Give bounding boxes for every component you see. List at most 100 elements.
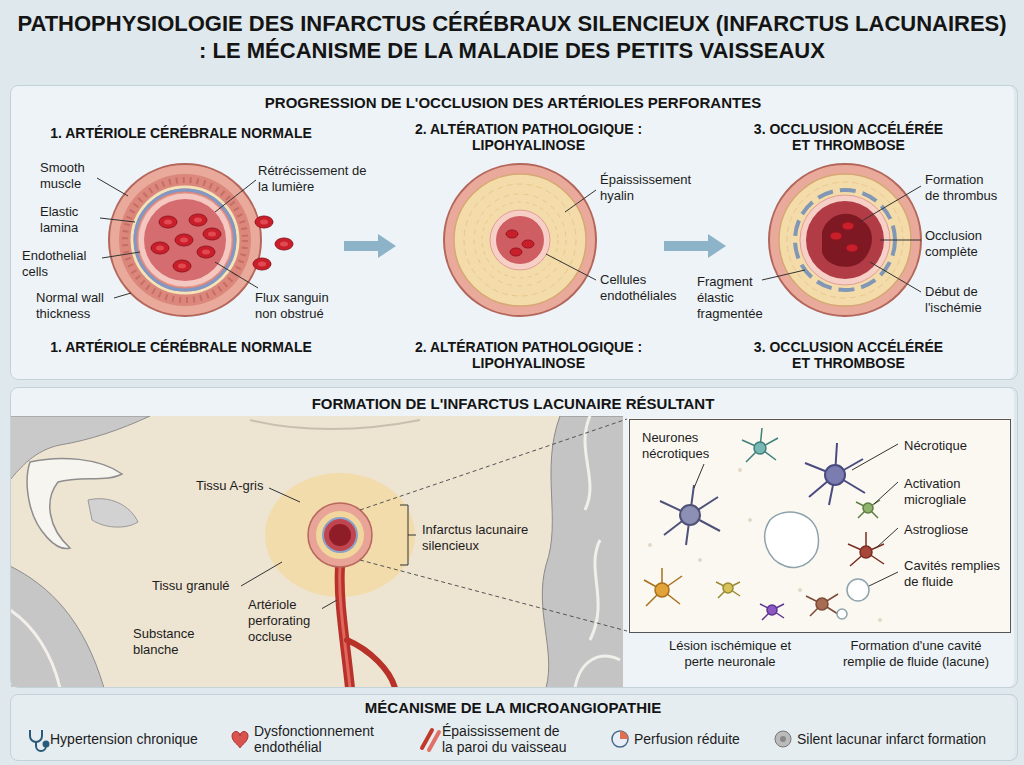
panel-heading: MÉCANISME DE LA MICROANGIOPATHIE <box>11 699 1015 717</box>
inset-label: Astrogliose <box>904 522 1008 538</box>
red-blood-cell <box>208 232 216 237</box>
red-blood-cell <box>175 234 193 246</box>
lipohyalinosis-arteriole <box>522 240 534 248</box>
leader-line <box>100 218 135 222</box>
red-blood-cell <box>275 238 293 250</box>
leader-line <box>269 488 300 502</box>
stethoscope-icon <box>44 742 49 747</box>
brain-section <box>575 656 620 687</box>
callout-label: Cellules endothéliales <box>600 272 700 304</box>
endothelium-icon <box>232 732 248 749</box>
leader-line <box>241 562 282 586</box>
brain-section <box>340 567 350 687</box>
vessel-icon <box>429 732 439 750</box>
callout-label: Endothelial cells <box>22 248 104 280</box>
leader-line <box>852 444 898 470</box>
lipohyalinosis-arteriole <box>454 174 586 306</box>
normal-arteriole <box>138 193 232 287</box>
red-blood-cell <box>189 214 207 226</box>
brain-section <box>250 420 420 429</box>
neuron <box>644 568 682 606</box>
leader-line <box>762 270 805 280</box>
red-blood-cell <box>151 242 169 254</box>
fluid-cavity <box>837 609 847 619</box>
neuron <box>742 428 778 462</box>
leader-line <box>565 190 596 212</box>
callout-label: Formation de thrombus <box>925 172 1001 204</box>
necrotic-neuron <box>660 485 720 545</box>
stage-group: 1. ARTÉRIOLE CÉRÉBRALE NORMALE1. ARTÉRIO… <box>21 115 344 377</box>
neuron <box>816 598 828 610</box>
infarct-icon <box>775 731 791 747</box>
lipohyalinosis-arteriole <box>482 202 558 278</box>
brain-section <box>11 416 623 687</box>
speckle <box>738 468 742 472</box>
red-blood-cell <box>151 242 169 254</box>
speckle <box>698 558 702 562</box>
legend-text: Hypertension chronique <box>50 731 198 747</box>
neuron <box>716 582 740 598</box>
legend-item: Silent lacunar infarct formation <box>797 722 1002 756</box>
leader-line <box>880 240 921 241</box>
red-blood-cell <box>189 214 207 226</box>
thrombosed-arteriole <box>769 164 921 316</box>
inset-label: Nécrotique <box>904 438 1008 454</box>
necrotic-neuron <box>805 443 865 505</box>
leader-line <box>874 482 898 504</box>
red-blood-cell <box>175 234 193 246</box>
microglia <box>863 503 873 513</box>
lipohyalinosis-arteriole <box>506 230 518 238</box>
panel-ground <box>10 387 1014 688</box>
brain-section <box>340 567 350 687</box>
zoom-line <box>360 419 627 631</box>
brain-section <box>585 416 590 510</box>
speckle <box>648 468 882 622</box>
red-blood-cell <box>280 242 288 247</box>
red-blood-cell <box>159 216 177 228</box>
red-blood-cell <box>260 220 268 225</box>
neuron <box>742 428 778 462</box>
red-blood-cell <box>203 228 221 240</box>
inset-label: Neurones nécrotiques <box>642 430 732 462</box>
infarct-icon <box>780 736 786 742</box>
leader-line <box>694 464 704 488</box>
callout-label: Occlusion complète <box>925 228 1001 260</box>
zoom-line <box>360 560 627 631</box>
necrotic-neuron <box>680 505 700 525</box>
speckle <box>878 618 882 622</box>
red-blood-cell <box>253 258 271 270</box>
callout-label: Lésion ischémique et perte neuronale <box>660 638 800 670</box>
brain-section <box>11 566 104 687</box>
red-blood-cell <box>275 238 293 250</box>
panel-heading: FORMATION DE L'INFARCTUS LACUNAIRE RÉSUL… <box>11 395 1015 413</box>
stage-group: 2. ALTÉRATION PATHOLOGIQUE : LIPOHYALINO… <box>396 115 664 377</box>
normal-arteriole <box>119 174 251 306</box>
leader-line <box>215 180 256 212</box>
necrotic-neuron <box>805 443 865 505</box>
microglia <box>856 500 880 518</box>
callout-label: Normal wall thickness <box>36 290 126 322</box>
normal-arteriole <box>144 199 226 281</box>
red-blood-cell <box>203 228 221 240</box>
neuron <box>760 604 784 620</box>
infarct-icon <box>775 731 791 747</box>
brain-section <box>316 511 364 559</box>
callout-label: Elastic lamina <box>40 204 102 236</box>
normal-arteriole <box>132 187 238 293</box>
red-blood-cell <box>194 218 202 223</box>
leader-line <box>102 252 140 258</box>
panel-ground <box>10 85 1014 380</box>
neuron <box>723 583 733 593</box>
neuron <box>767 605 777 615</box>
lipohyalinosis-arteriole <box>490 210 550 270</box>
neuron <box>716 582 740 598</box>
red-blood-cell <box>180 238 188 243</box>
thrombosed-arteriole <box>842 222 854 230</box>
thrombosed-arteriole <box>769 164 921 316</box>
neuron <box>754 442 766 454</box>
leader-line <box>694 444 898 586</box>
callout-label: Formation d'une cavité remplie de fluide… <box>830 638 1002 670</box>
speckle <box>648 543 652 547</box>
